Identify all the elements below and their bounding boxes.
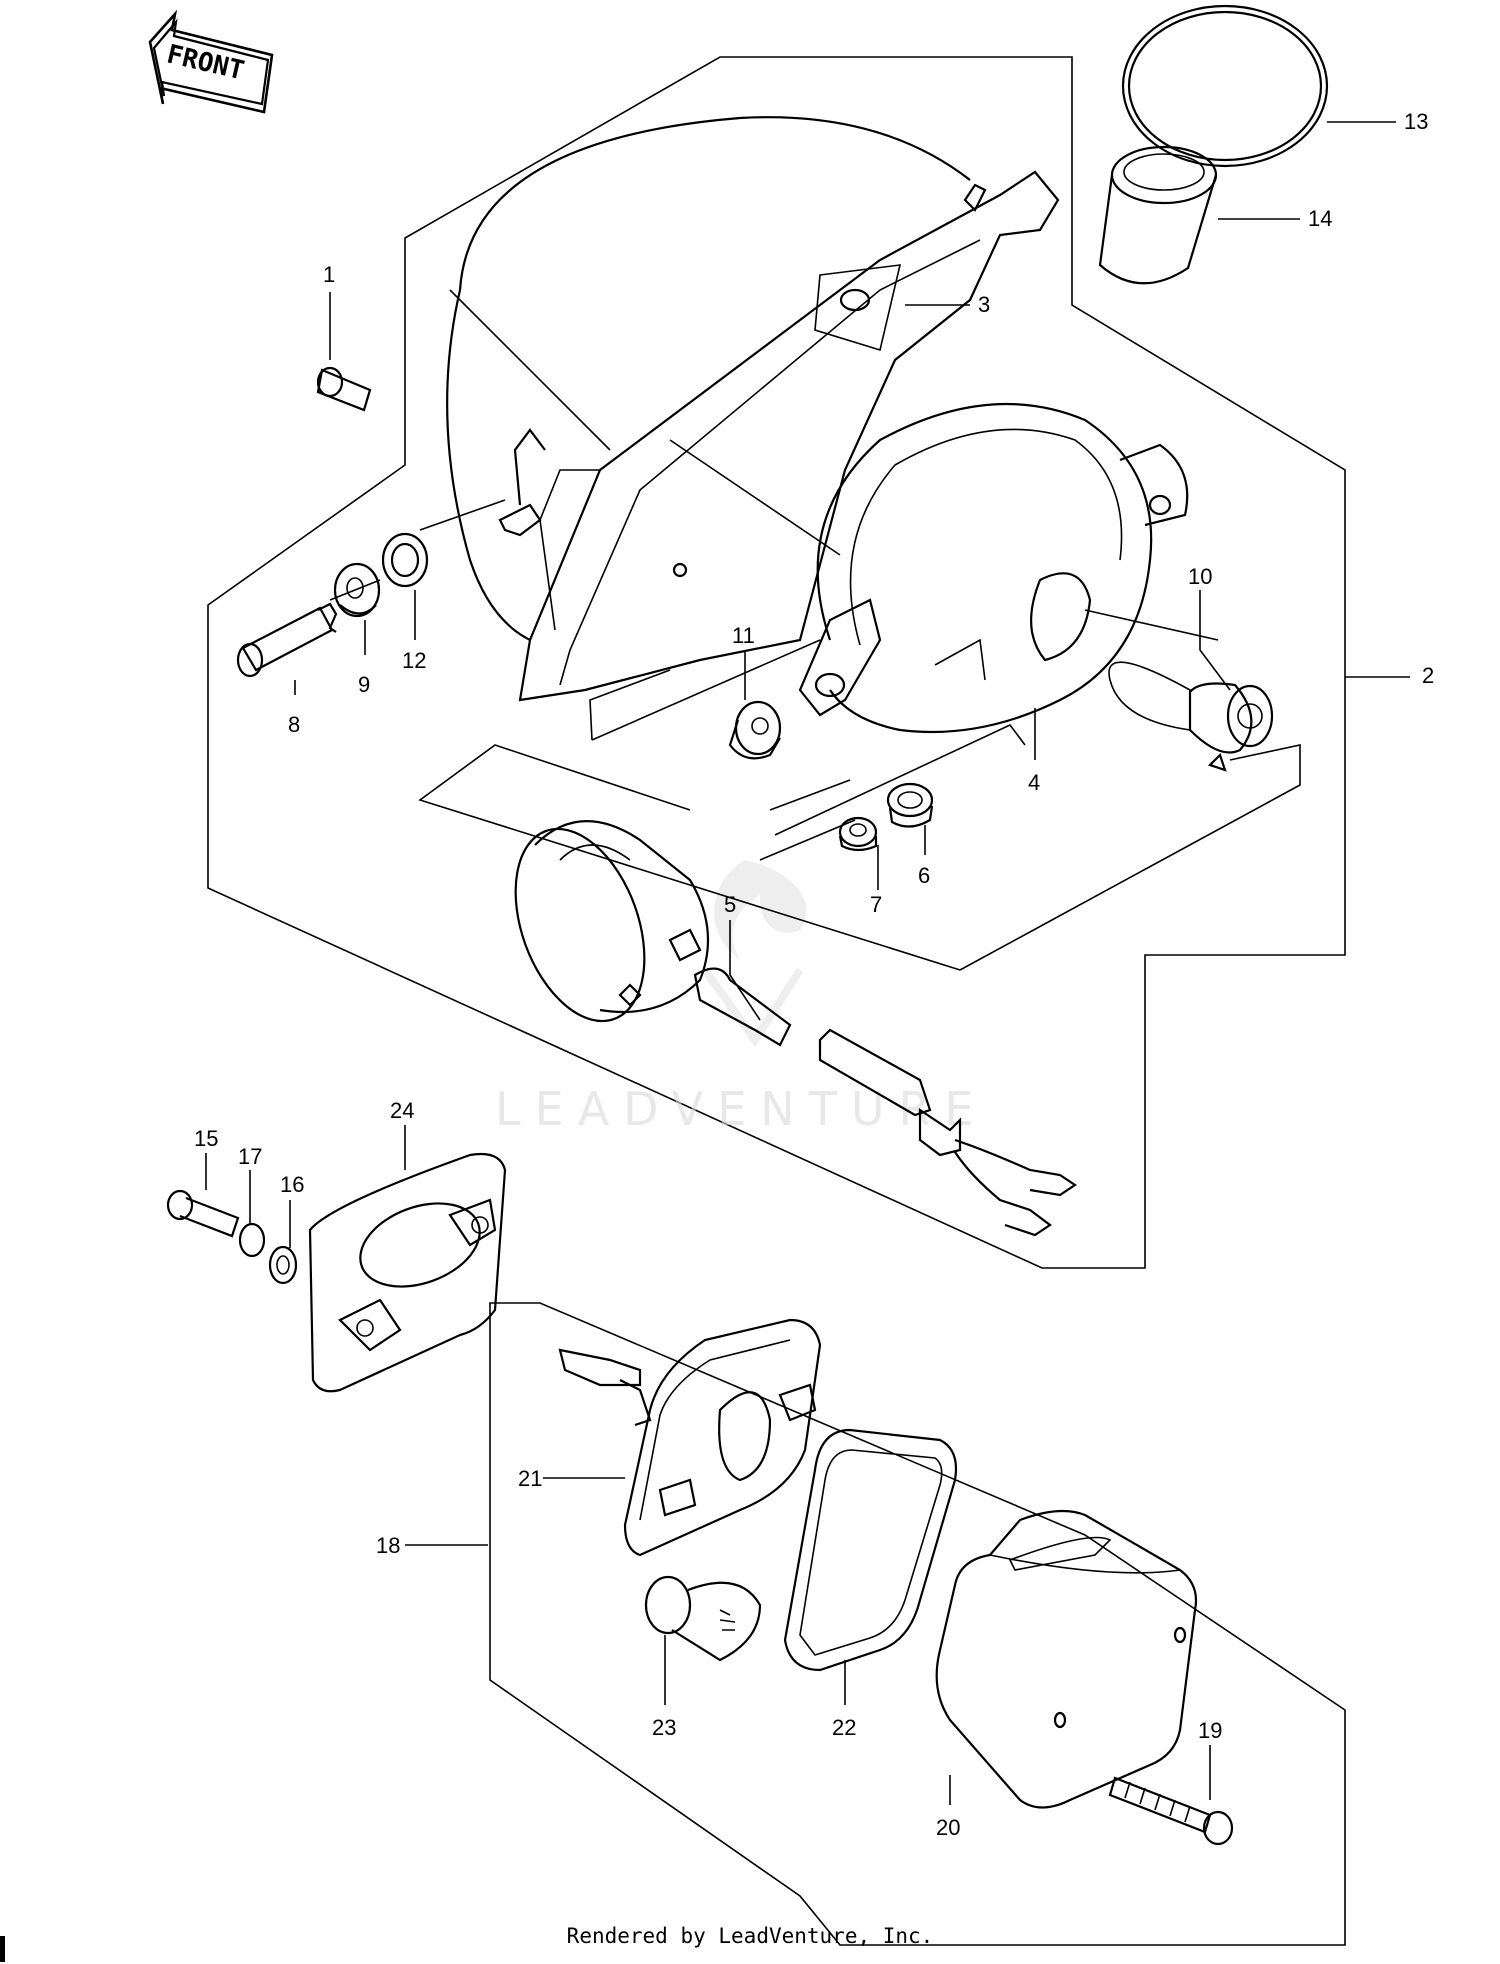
nut-part-7 xyxy=(838,816,878,852)
headlight-guide-lines xyxy=(329,289,1301,971)
bulb-part-10 xyxy=(1108,661,1274,772)
callout-3: 3 xyxy=(978,292,990,317)
bolt-part-8 xyxy=(236,602,338,678)
callout-14: 14 xyxy=(1308,206,1332,231)
front-arrow: FRONT xyxy=(148,9,274,114)
bracket-part-24 xyxy=(308,1152,507,1393)
headlight-assembly-boundary xyxy=(207,56,1346,1269)
callout-23: 23 xyxy=(652,1715,676,1740)
callout-13: 13 xyxy=(1404,109,1428,134)
lock-washer-part-17 xyxy=(238,1222,266,1258)
taillight-assembly-boundary xyxy=(489,1302,1346,1946)
callout-1: 1 xyxy=(323,262,335,287)
callout-12: 12 xyxy=(402,648,426,673)
washer-part-9 xyxy=(333,562,381,618)
headlamp-part-5 xyxy=(514,820,1077,1237)
callout-17: 17 xyxy=(238,1144,262,1169)
callout-5: 5 xyxy=(724,892,736,917)
callout-21: 21 xyxy=(518,1466,542,1491)
footer-credit: Rendered by LeadVenture, Inc. xyxy=(566,1924,934,1948)
callout-9: 9 xyxy=(358,672,370,697)
callout-2: 2 xyxy=(1422,663,1434,688)
watermark-text: LEADVENTURE xyxy=(495,1082,988,1136)
callout-19: 19 xyxy=(1198,1718,1222,1743)
callout-7: 7 xyxy=(870,892,882,917)
grommet-part-6 xyxy=(886,782,934,828)
callout-18: 18 xyxy=(376,1533,400,1558)
callout-22: 22 xyxy=(832,1715,856,1740)
lens-part-20 xyxy=(935,1509,1198,1809)
callout-16: 16 xyxy=(280,1172,304,1197)
washer-part-16 xyxy=(268,1245,298,1285)
screw-part-15 xyxy=(166,1189,240,1238)
callout-11: 11 xyxy=(732,623,755,648)
leadventure-watermark: LEADVENTURE xyxy=(495,860,988,1136)
callout-20: 20 xyxy=(936,1815,960,1840)
ring-part-13 xyxy=(1121,4,1329,168)
callout-labels: 1 2 3 4 5 6 7 8 9 10 11 12 13 14 15 16 1… xyxy=(194,109,1434,1840)
bolt-part-1 xyxy=(316,366,372,412)
bulb-part-23 xyxy=(644,1575,762,1662)
taillight-base-part-21 xyxy=(558,1318,822,1557)
grommet-part-11 xyxy=(728,700,782,760)
callout-24: 24 xyxy=(390,1098,414,1123)
screw-part-19 xyxy=(1108,1776,1234,1846)
callout-6: 6 xyxy=(918,863,930,888)
rim-part-4 xyxy=(798,402,1189,734)
cap-part-14 xyxy=(1098,145,1218,285)
gasket-part-22 xyxy=(783,1428,958,1672)
edge-mark xyxy=(0,1936,5,1962)
callout-4: 4 xyxy=(1028,770,1040,795)
leader-lines xyxy=(205,121,1410,1805)
washer-part-12 xyxy=(381,532,429,588)
callout-8: 8 xyxy=(288,712,300,737)
callout-15: 15 xyxy=(194,1126,218,1151)
headlight-case-part-3 xyxy=(446,116,1060,702)
callout-10: 10 xyxy=(1188,564,1212,589)
